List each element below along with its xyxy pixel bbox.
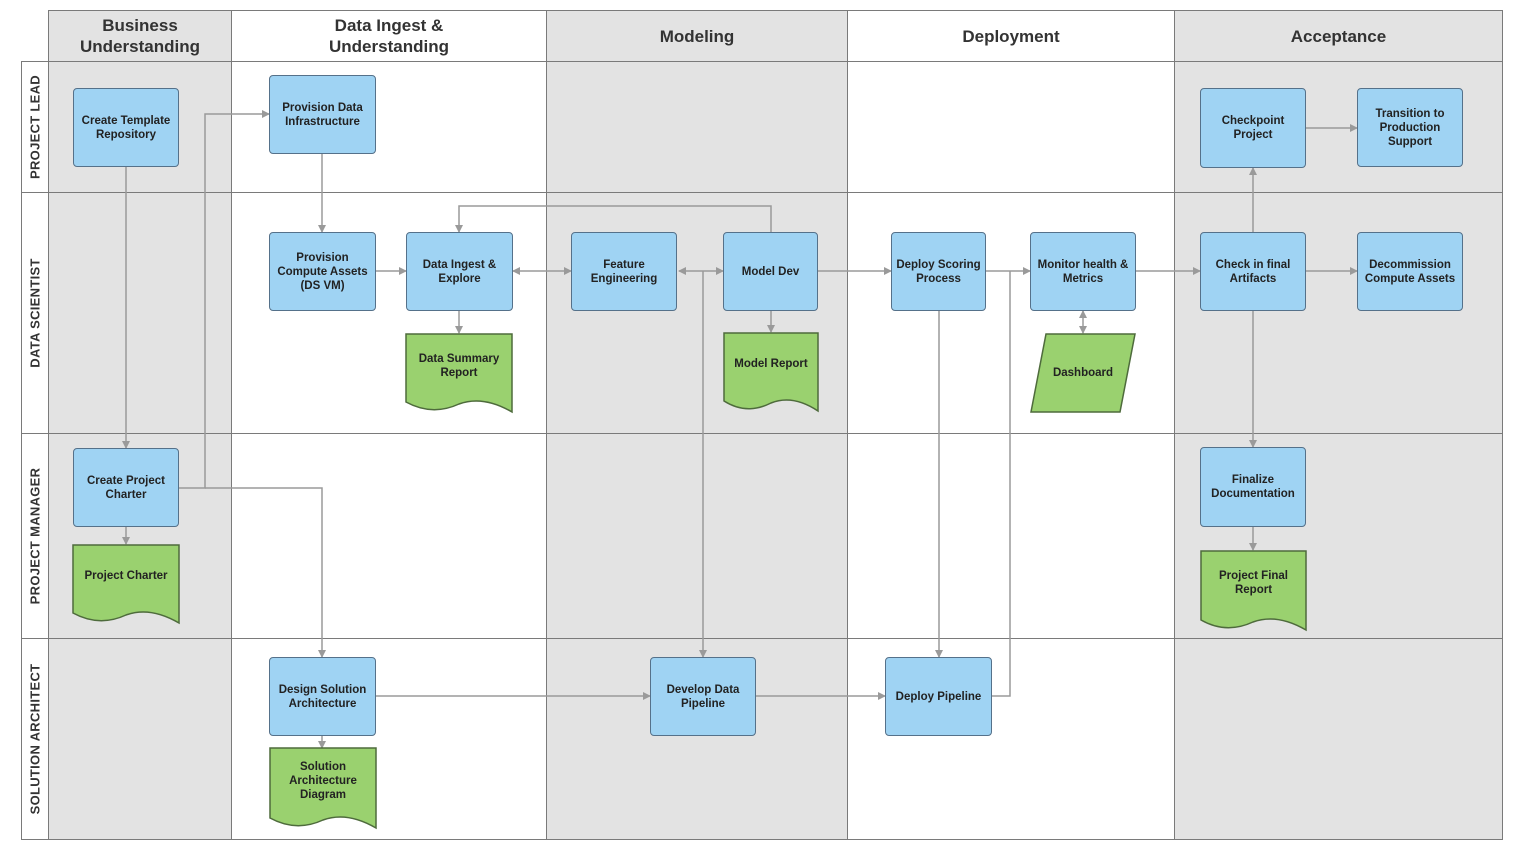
grid-cell xyxy=(546,61,848,193)
grid-cell xyxy=(48,638,232,840)
document-project-charter[interactable]: Project Charter xyxy=(84,570,168,582)
process-develop-data-pipeline[interactable]: Develop Data Pipeline xyxy=(650,657,756,736)
column-title: Data Ingest & Understanding xyxy=(329,16,449,56)
data-dashboard[interactable]: Dashboard xyxy=(1052,367,1114,379)
column-title: Deployment xyxy=(962,26,1060,46)
grid-cell xyxy=(1174,638,1503,840)
process-finalize-documentation[interactable]: Finalize Documentation xyxy=(1200,447,1306,527)
lane-header-project-manager xyxy=(21,433,49,639)
document-solution-architecture-diagram[interactable]: Solution Architecture Diagram xyxy=(289,761,357,801)
process-feature-engineering[interactable]: Feature Engineering xyxy=(571,232,677,311)
grid-cell xyxy=(546,638,848,840)
process-check-in-final-artifacts[interactable]: Check in final Artifacts xyxy=(1200,232,1306,311)
connector xyxy=(455,205,772,233)
process-decommission-compute-assets[interactable]: Decommission Compute Assets xyxy=(1357,232,1463,311)
document-shape-solution-architecture-diagram xyxy=(269,747,377,830)
process-deploy-scoring-process[interactable]: Deploy Scoring Process xyxy=(891,232,986,311)
column-title: Modeling xyxy=(659,26,735,46)
lane-header-project-lead xyxy=(21,61,49,193)
process-monitor-health-metrics[interactable]: Monitor health & Metrics xyxy=(1030,232,1136,311)
document-shape-model-report xyxy=(723,332,819,413)
process-provision-data-infrastructure[interactable]: Provision Data Infrastructure xyxy=(269,75,376,154)
document-shape-data-summary-report xyxy=(405,333,513,414)
grid-cell xyxy=(48,192,232,434)
grid-cell xyxy=(231,433,547,639)
document-shape-project-final-report xyxy=(1200,550,1307,632)
process-checkpoint-project[interactable]: Checkpoint Project xyxy=(1200,88,1306,168)
grid-cell xyxy=(847,433,1175,639)
process-transition-to-production-support[interactable]: Transition to Production Support xyxy=(1357,88,1463,167)
column-header-acceptance xyxy=(1174,10,1503,62)
column-header-business-understanding xyxy=(48,10,232,62)
process-data-ingest-explore[interactable]: Data Ingest & Explore xyxy=(406,232,513,311)
column-title: Acceptance xyxy=(1290,26,1387,46)
document-shape-project-charter xyxy=(72,544,180,625)
process-deploy-pipeline[interactable]: Deploy Pipeline xyxy=(885,657,992,736)
lane-header-solution-architect xyxy=(21,638,49,840)
column-header-deployment xyxy=(847,10,1175,62)
connector xyxy=(992,271,1011,697)
connector xyxy=(179,110,270,489)
grid-cell xyxy=(847,61,1175,193)
document-project-final-report[interactable]: Project Final Report xyxy=(1218,570,1289,596)
dashboard-parallelogram xyxy=(1030,333,1136,413)
grid-cell xyxy=(546,433,848,639)
process-provision-compute-assets[interactable]: Provision Compute Assets (DS VM) xyxy=(269,232,376,311)
document-data-summary-report[interactable]: Data Summary Report xyxy=(418,353,500,379)
process-model-dev[interactable]: Model Dev xyxy=(723,232,818,311)
document-model-report[interactable]: Model Report xyxy=(734,358,808,370)
column-header-modeling xyxy=(546,10,848,62)
process-design-solution-architecture[interactable]: Design Solution Architecture xyxy=(269,657,376,736)
process-create-project-charter[interactable]: Create Project Charter xyxy=(73,448,179,527)
connector xyxy=(205,487,326,658)
column-title: Business Understanding xyxy=(80,16,200,56)
process-create-template-repository[interactable]: Create Template Repository xyxy=(73,88,179,167)
